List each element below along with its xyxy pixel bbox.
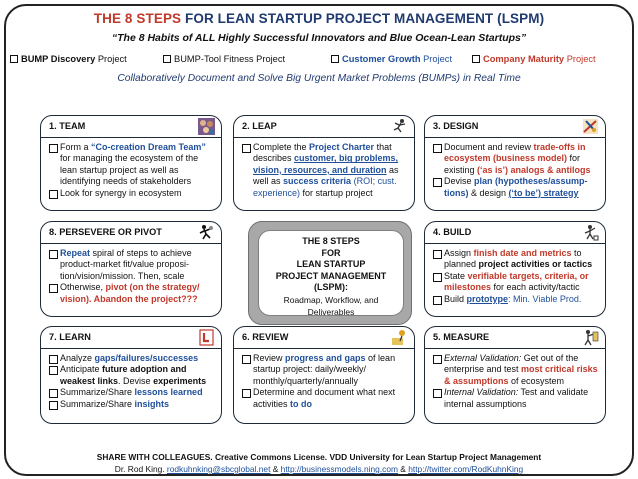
project-types-row: BUMP Discovery Project BUMP-Tool Fitness… — [10, 54, 630, 68]
title-highlight: THE 8 STEPS — [93, 11, 182, 26]
center-line-5: (LSPM): — [314, 282, 348, 293]
email-link[interactable]: rodkuhnking@sbcglobal.net — [166, 464, 271, 474]
pivot-runner-icon — [199, 225, 213, 240]
step-learn-title: 7. LEARN — [49, 332, 91, 342]
team-item-1: Form a “Co-creation Dream Team” for mana… — [49, 142, 215, 188]
step-measure-title: 5. MEASURE — [433, 332, 490, 342]
step-design-title: 3. DESIGN — [433, 121, 479, 131]
project-type-bump-tool-fitness: BUMP-Tool Fitness Project — [163, 54, 285, 64]
step-leap-header: 2. LEAP — [234, 116, 414, 138]
leap-item-1: Complete the Project Charter that descri… — [242, 142, 408, 199]
measure-item-2: Internal Validation: Test and validate i… — [433, 387, 599, 410]
center-hub: THE 8 STEPS FOR LEAN STARTUP PROJECT MAN… — [248, 221, 412, 325]
pivot-item-1: Repeat spiral of steps to achieve produc… — [49, 248, 215, 282]
step-review-title: 6. REVIEW — [242, 332, 289, 342]
learn-item-1: Analyze gaps/failures/successes — [49, 353, 215, 365]
step-learn: 7. LEARN Analyze gaps/failures/successes… — [40, 326, 222, 424]
design-tools-icon — [583, 119, 598, 134]
footer-license: SHARE WITH COLLEAGUES. Creative Commons … — [96, 452, 542, 462]
build-item-2: State verifiable targets, criteria, or m… — [433, 271, 599, 294]
build-item-3: Build prototype: Min. Viable Prod. — [433, 294, 599, 306]
step-build-title: 4. BUILD — [433, 227, 472, 237]
step-build-header: 4. BUILD — [425, 222, 605, 244]
title-rest: FOR LEAN STARTUP PROJECT MANAGEMENT (LSP… — [181, 11, 545, 26]
center-label: THE 8 STEPS FOR LEAN STARTUP PROJECT MAN… — [258, 230, 404, 317]
step-review-header: 6. REVIEW — [234, 327, 414, 349]
tagline: Collaboratively Document and Solve Big U… — [117, 73, 521, 84]
ning-link[interactable]: http://businessmodels.ning.com — [280, 464, 398, 474]
center-line-1: THE 8 STEPS — [302, 236, 360, 246]
design-item-2: Devise plan (hypotheses/assump-tions) & … — [433, 176, 599, 199]
design-item-1: Document and review trade-offs in ecosys… — [433, 142, 599, 176]
step-measure: 5. MEASURE External Validation: Get out … — [424, 326, 606, 424]
measure-item-1: External Validation: Get out of the ente… — [433, 353, 599, 387]
step-pivot-header: 8. PERSEVERE OR PIVOT — [41, 222, 221, 244]
step-design-header: 3. DESIGN — [425, 116, 605, 138]
step-team: 1. TEAM Form a “Co-creation Dream Team” … — [40, 115, 222, 211]
review-item-1: Review progress and gaps of lean startup… — [242, 353, 408, 387]
center-line-7: Deliverables — [307, 306, 355, 317]
learner-l-icon — [199, 329, 214, 346]
project-type-company-maturity: Company Maturity Project — [472, 54, 596, 64]
step-team-title: 1. TEAM — [49, 121, 86, 131]
reviewer-figure-icon — [392, 330, 405, 345]
center-line-3: LEAN STARTUP — [296, 259, 366, 270]
learn-item-2: Anticipate future adoption and weakest l… — [49, 364, 215, 387]
step-leap-title: 2. LEAP — [242, 121, 277, 131]
center-line-4: PROJECT MANAGEMENT — [275, 270, 387, 281]
subtitle: “The 8 Habits of ALL Highly Successful I… — [111, 32, 527, 44]
learn-item-3: Summarize/Share lessons learned — [49, 387, 215, 399]
measure-figure-icon — [584, 330, 599, 346]
step-build: 4. BUILD Assign finish date and metrics … — [424, 221, 606, 317]
learn-item-4: Summarize/Share insights — [49, 399, 215, 411]
center-line-2: FOR — [321, 247, 341, 258]
project-type-bump-discovery: BUMP Discovery Project — [10, 54, 127, 64]
step-team-header: 1. TEAM — [41, 116, 221, 138]
footer-contact: Dr. Rod King. rodkuhnking@sbcglobal.net … — [114, 464, 524, 474]
team-collage-icon — [198, 118, 215, 135]
build-item-1: Assign finish date and metrics to planne… — [433, 248, 599, 271]
review-item-2: Determine and document what next activit… — [242, 387, 408, 410]
step-learn-header: 7. LEARN — [41, 327, 221, 349]
project-type-customer-growth: Customer Growth Project — [331, 54, 452, 64]
step-persevere-pivot: 8. PERSEVERE OR PIVOT Repeat spiral of s… — [40, 221, 222, 317]
center-line-6: Roadmap, Workflow, and — [283, 294, 379, 305]
jump-figure-icon — [393, 119, 406, 133]
checkbox-icon — [472, 55, 480, 63]
step-measure-header: 5. MEASURE — [425, 327, 605, 349]
team-item-2: Look for synergy in ecosystem — [49, 188, 215, 200]
step-review: 6. REVIEW Review progress and gaps of le… — [233, 326, 415, 424]
checkbox-icon — [163, 55, 171, 63]
builder-figure-icon — [584, 225, 599, 241]
checkbox-icon — [10, 55, 18, 63]
twitter-link[interactable]: http://twitter.com/RodKuhnKing — [408, 464, 524, 474]
step-design: 3. DESIGN Document and review trade-offs… — [424, 115, 606, 211]
step-leap: 2. LEAP Complete the Project Charter tha… — [233, 115, 415, 211]
checkbox-icon — [331, 55, 339, 63]
pivot-item-2: Otherwise, pivot (on the strategy/ visio… — [49, 282, 215, 305]
page-title: THE 8 STEPS FOR LEAN STARTUP PROJECT MAN… — [0, 11, 638, 26]
step-pivot-title: 8. PERSEVERE OR PIVOT — [49, 227, 162, 237]
